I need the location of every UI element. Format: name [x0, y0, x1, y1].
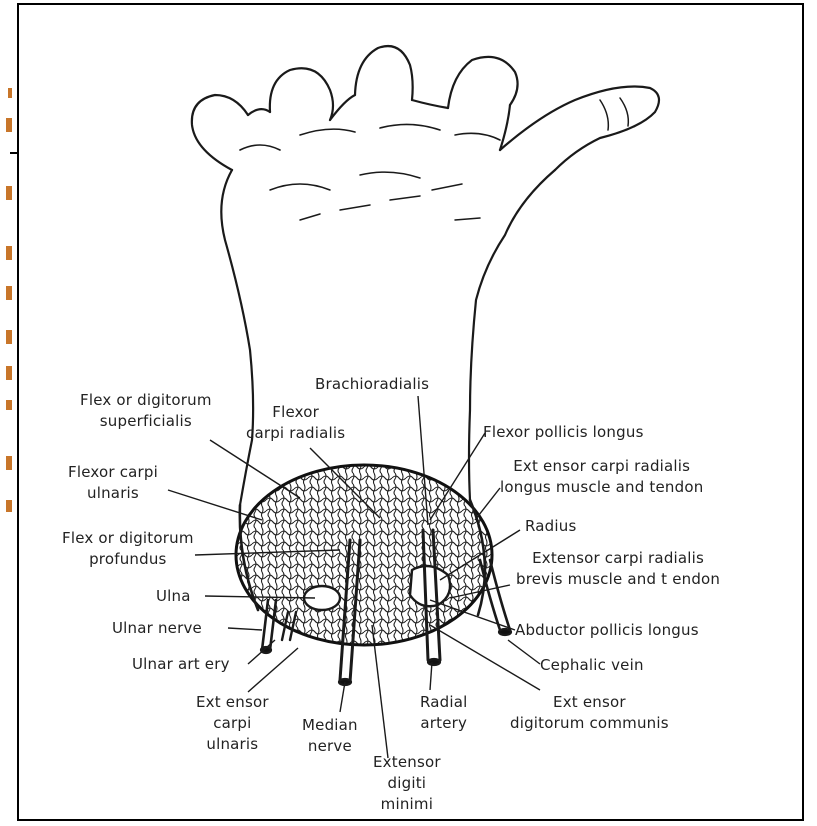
label-extensor-carpi-radialis-brevis: Extensor carpi radialis brevis muscle an… — [516, 548, 720, 590]
index-finger — [448, 57, 518, 108]
label-brachioradialis: Brachioradialis — [315, 374, 429, 395]
label-radius: Radius — [525, 516, 577, 537]
label-flexor-digitorum-profundus: Flex or digitorum profundus — [62, 528, 194, 570]
label-ulna: Ulna — [156, 586, 191, 607]
label-extensor-digiti-minimi: Extensor digiti minimi — [373, 752, 441, 815]
label-extensor-carpi-radialis-longus: Ext ensor carpi radialis longus muscle a… — [500, 456, 703, 498]
label-median-nerve: Median nerve — [302, 715, 358, 757]
label-ulnar-artery: Ulnar art ery — [132, 654, 230, 675]
little-finger — [192, 95, 248, 170]
middle-finger — [355, 46, 413, 100]
label-extensor-digitorum-communis: Ext ensor digitorum communis — [510, 692, 669, 734]
thumb — [500, 87, 659, 171]
label-flexor-digitorum-superficialis: Flex or digitorum superficialis — [80, 390, 212, 432]
label-flexor-pollicis-longus: Flexor pollicis longus — [483, 422, 644, 443]
label-cephalic-vein: Cephalic vein — [540, 655, 644, 676]
label-flexor-carpi-radialis: Flexor carpi radialis — [246, 402, 345, 444]
palm-left-edge — [221, 170, 253, 505]
palm-right-edge — [469, 170, 555, 500]
label-radial-artery: Radial artery — [420, 692, 468, 734]
label-extensor-carpi-ulnaris: Ext ensor carpi ulnaris — [196, 692, 269, 755]
ring-finger — [270, 68, 333, 120]
label-ulnar-nerve: Ulnar nerve — [112, 618, 202, 639]
label-abductor-pollicis-longus: Abductor pollicis longus — [515, 620, 699, 641]
label-flexor-carpi-ulnaris: Flexor carpi ulnaris — [68, 462, 158, 504]
